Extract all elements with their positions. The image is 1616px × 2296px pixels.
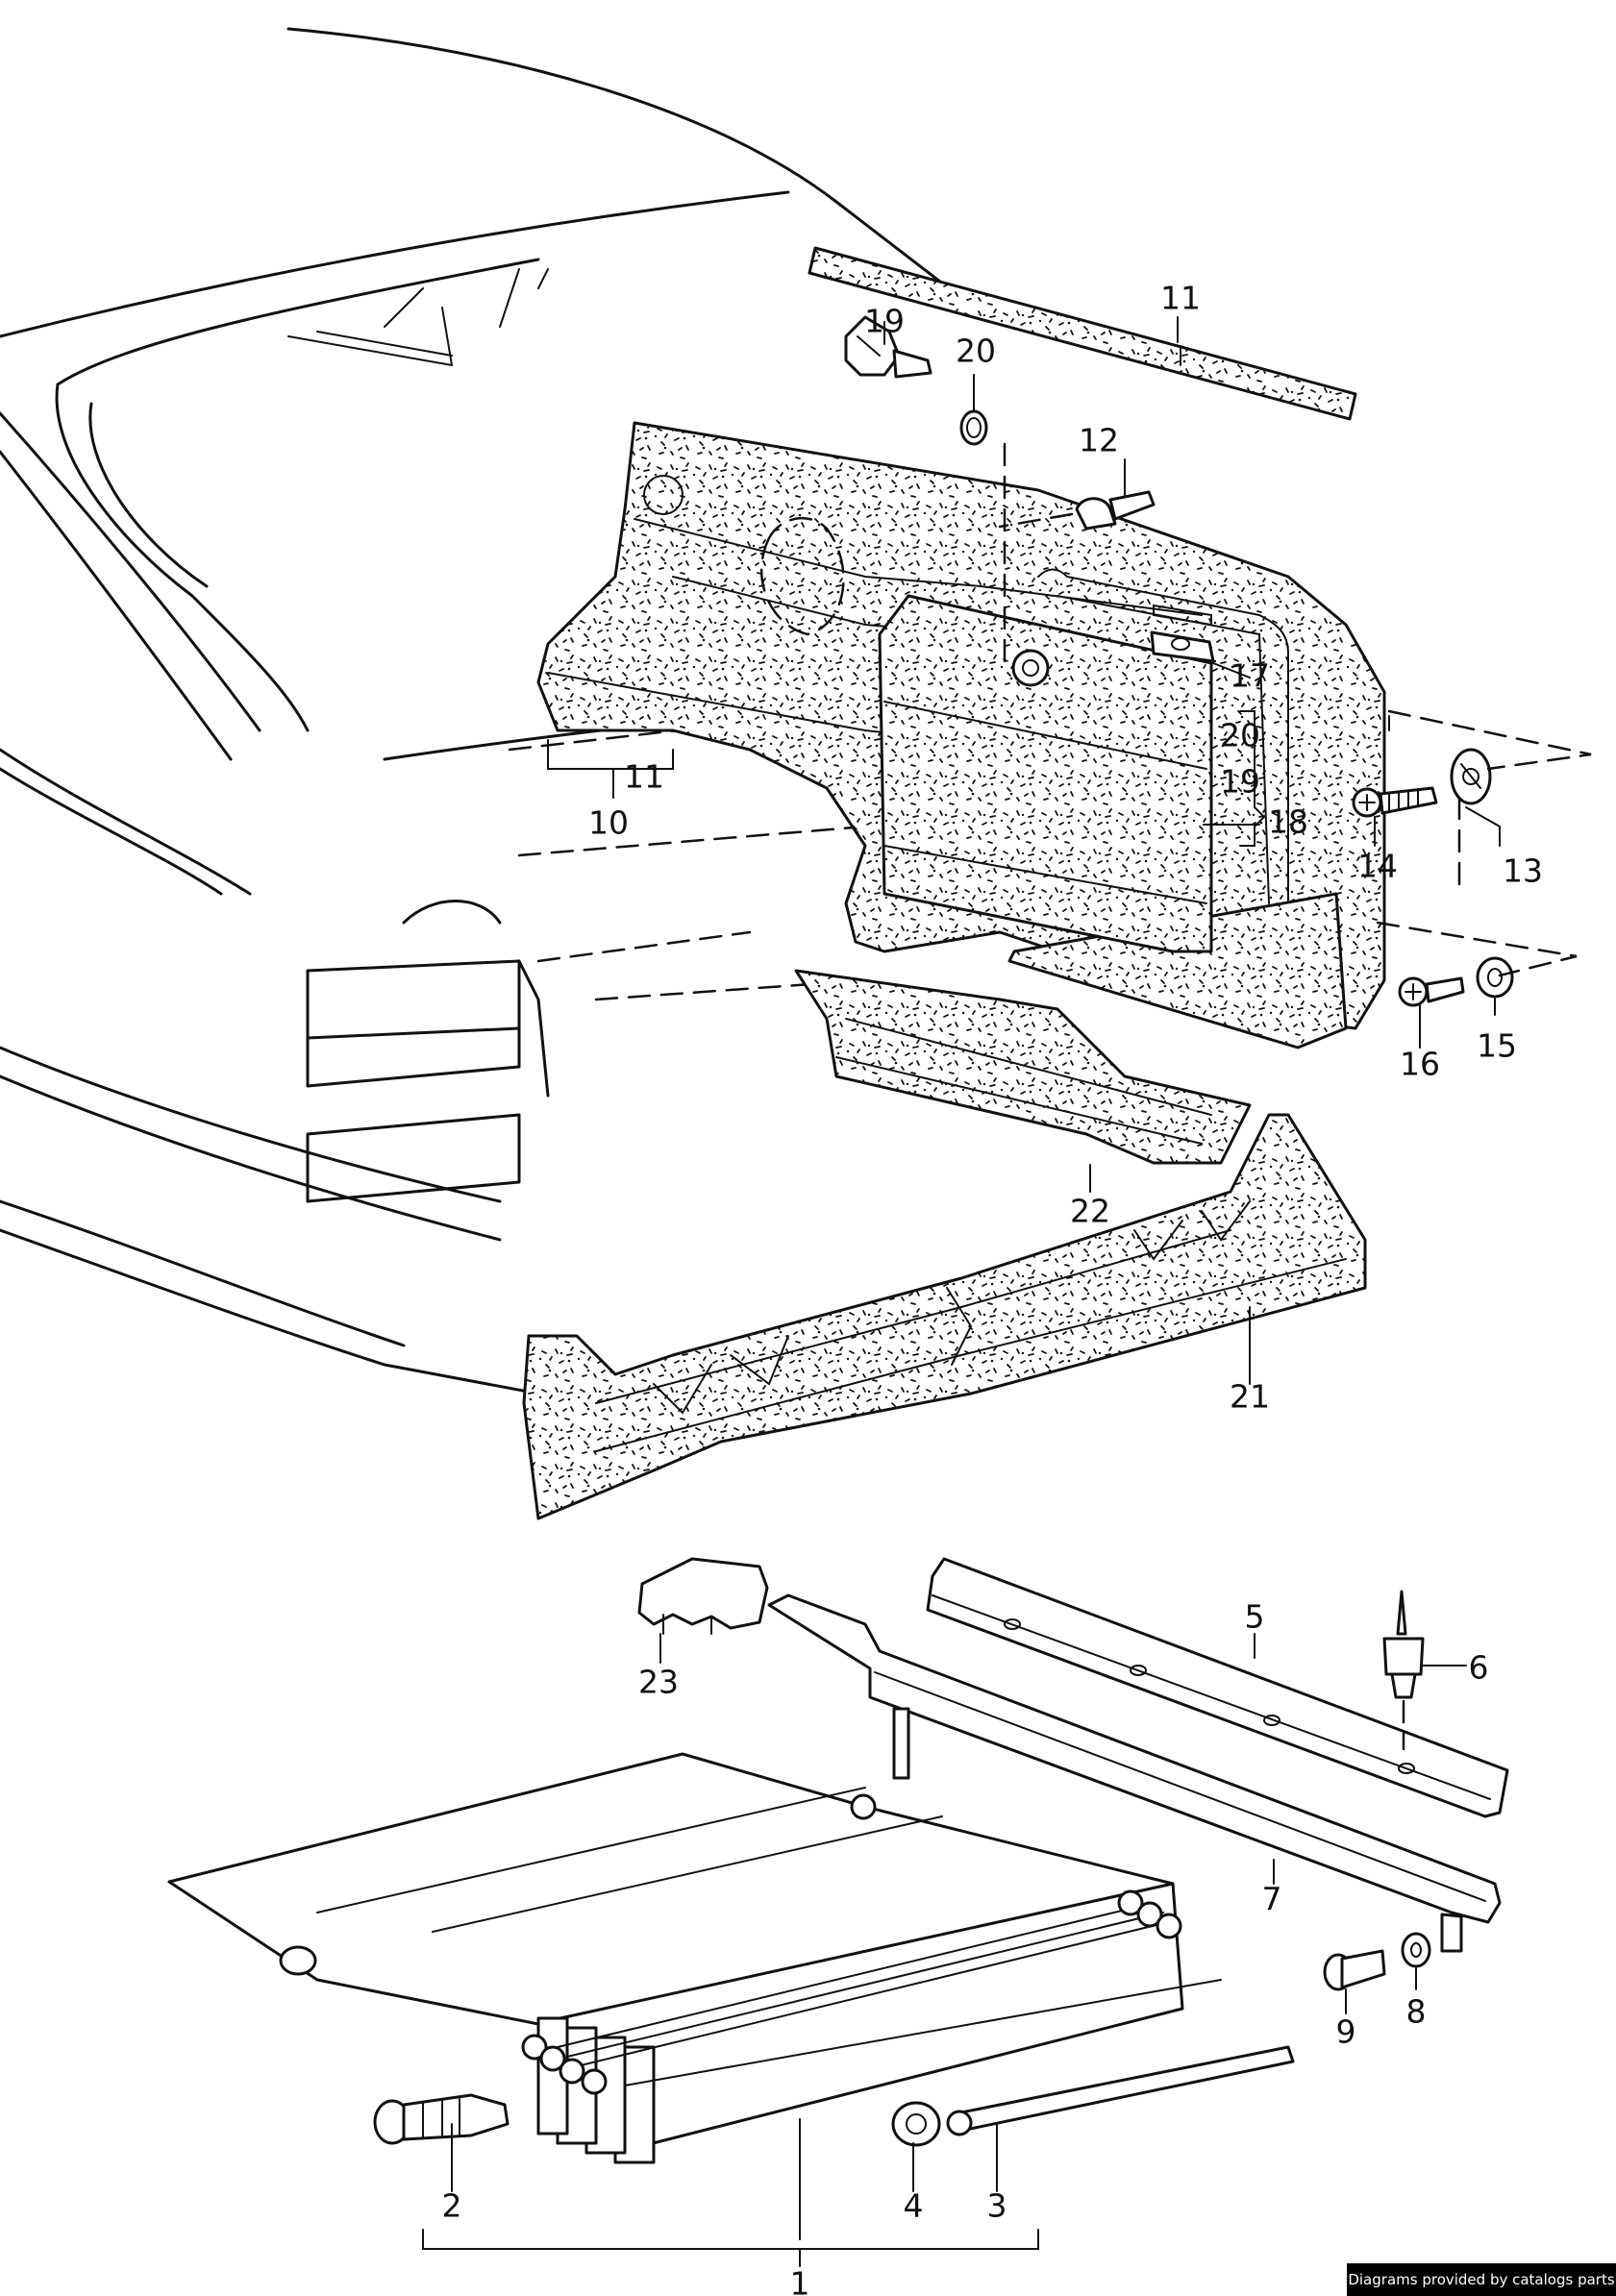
callout-5: 5: [1245, 1598, 1265, 1636]
callout-18: 18: [1268, 803, 1308, 841]
rivet-6: [1382, 1590, 1425, 1699]
callout-19-right: 19: [1220, 763, 1260, 801]
bracket-17: [1150, 630, 1215, 663]
callout-11-strip: 11: [1160, 280, 1201, 317]
callout-4: 4: [904, 2187, 924, 2225]
callout-15: 15: [1477, 1027, 1517, 1065]
callout-3: 3: [987, 2187, 1007, 2225]
callout-21: 21: [1230, 1378, 1270, 1416]
washer-8: [1401, 1932, 1431, 1968]
bolt-9: [1323, 1949, 1386, 1991]
clip-19: [844, 315, 932, 379]
callout-labels: 1 2 3 4 5 6 7 8 9 10 11 11 12 13 14 15 1…: [442, 280, 1544, 2296]
callout-23: 23: [638, 1664, 679, 1701]
callout-20-right: 20: [1220, 717, 1260, 754]
washer-15: [1476, 956, 1514, 999]
callout-1: 1: [790, 2265, 810, 2296]
callout-12: 12: [1079, 422, 1119, 459]
callout-19-clip: 19: [864, 303, 905, 340]
callout-7: 7: [1262, 1881, 1282, 1918]
leader-lines: [422, 316, 1592, 2267]
callout-10: 10: [588, 804, 629, 842]
screw-16: [1398, 976, 1465, 1007]
callout-17: 17: [1230, 657, 1270, 695]
callout-20-ring: 20: [956, 333, 996, 370]
panel-21: [522, 1113, 1367, 1520]
callout-22: 22: [1070, 1193, 1110, 1230]
panel-22: [794, 969, 1252, 1165]
rod-3: [946, 2045, 1295, 2136]
ring-20: [959, 409, 988, 446]
callout-8: 8: [1406, 1993, 1427, 2031]
rail-5: [926, 1557, 1509, 1818]
part-strip-11: [808, 246, 1357, 421]
clip-23: [637, 1557, 769, 1635]
cap-nut-13: [1450, 748, 1492, 805]
callout-14: 14: [1357, 848, 1398, 885]
callout-6: 6: [1469, 1649, 1489, 1687]
rail-7: [767, 1593, 1502, 1953]
callout-16: 16: [1400, 1046, 1440, 1083]
callout-13: 13: [1503, 852, 1543, 890]
screw-14: [1352, 786, 1438, 818]
trim-panel-18: [878, 594, 1213, 953]
roller-blind-1: [167, 1752, 1222, 2164]
clip-12: [1075, 490, 1156, 531]
callout-11-panel: 11: [624, 758, 664, 796]
credit-banner: Diagrams provided by catalogs parts: [1347, 2263, 1616, 2296]
cap-4: [891, 2101, 941, 2147]
callout-2: 2: [442, 2187, 462, 2225]
plug-2: [373, 2093, 510, 2145]
callout-9: 9: [1336, 2013, 1356, 2051]
